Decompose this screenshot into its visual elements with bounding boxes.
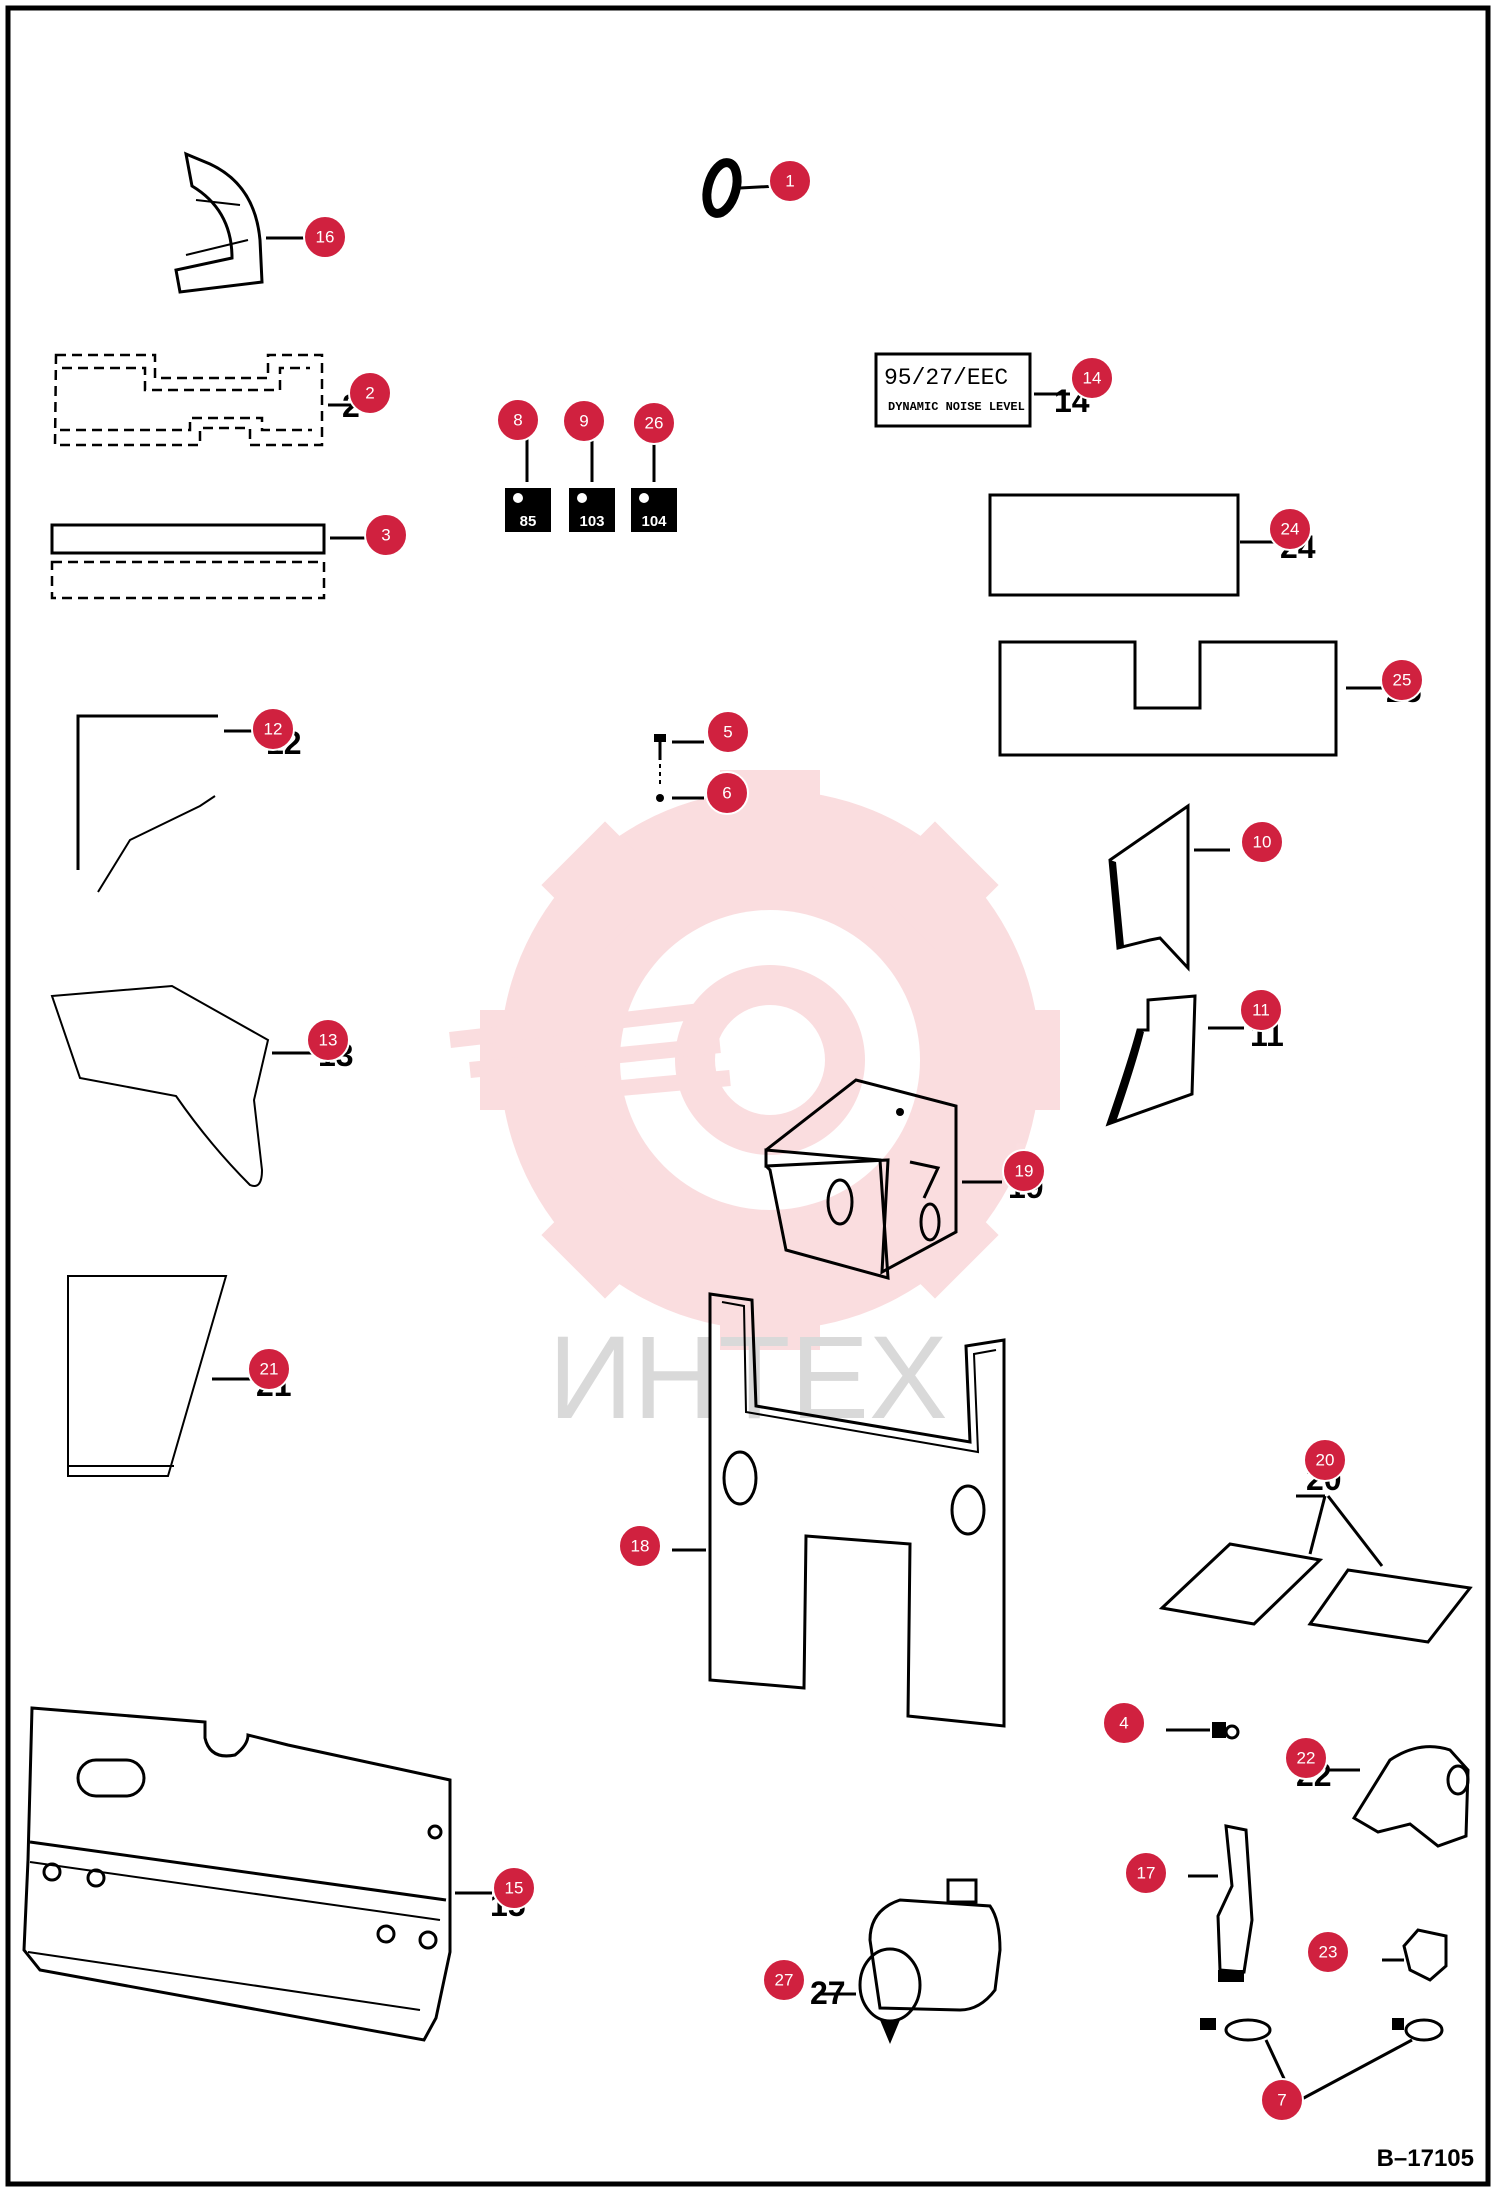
callout-23[interactable]: 23 xyxy=(1306,1930,1350,1974)
drawing-id: B–17105 xyxy=(1377,2145,1474,2172)
svg-text:15: 15 xyxy=(505,1879,524,1898)
part-9-decal xyxy=(569,438,615,532)
part-11-bracket xyxy=(1105,994,1244,1127)
callout-8[interactable]: 8 xyxy=(496,398,540,442)
part-12-panel xyxy=(76,714,262,893)
callouts: 1 2 3 4 5 6 7 8 9 10 11 12 13 14 15 16 1… xyxy=(247,159,1424,2122)
page-frame xyxy=(5,5,1491,2187)
callout-5[interactable]: 5 xyxy=(706,710,750,754)
part-7-clamps xyxy=(1200,2018,1444,2102)
svg-text:27: 27 xyxy=(775,1971,794,1990)
part-15-long-panel xyxy=(22,1706,492,2042)
callout-4[interactable]: 4 xyxy=(1102,1701,1146,1745)
part-26-decal xyxy=(631,438,677,532)
callout-7[interactable]: 7 xyxy=(1260,2078,1304,2122)
svg-text:25: 25 xyxy=(1393,671,1412,690)
callout-20[interactable]: 20 xyxy=(1303,1438,1347,1482)
svg-text:19: 19 xyxy=(1015,1162,1034,1181)
svg-text:4: 4 xyxy=(1119,1714,1128,1733)
callout-24[interactable]: 24 xyxy=(1268,507,1312,551)
svg-text:12: 12 xyxy=(264,720,283,739)
part-18-panel xyxy=(672,1292,1006,1728)
part-24-pad xyxy=(988,493,1282,597)
callout-12[interactable]: 12 xyxy=(251,707,295,751)
callout-2[interactable]: 2 xyxy=(348,371,392,415)
part-16-bracket xyxy=(174,151,312,294)
callout-18[interactable]: 18 xyxy=(618,1524,662,1568)
svg-text:22: 22 xyxy=(1297,1749,1316,1768)
svg-text:24: 24 xyxy=(1281,520,1300,539)
part-5-bolt xyxy=(654,734,704,786)
callout-1[interactable]: 1 xyxy=(768,159,812,203)
watermark-text: ИНТЕХ xyxy=(548,1312,948,1444)
decal-8-value: 85 xyxy=(520,513,537,530)
callout-22[interactable]: 22 xyxy=(1284,1736,1328,1780)
svg-text:14: 14 xyxy=(1083,369,1102,388)
svg-text:23: 23 xyxy=(1319,1943,1338,1962)
svg-text:26: 26 xyxy=(645,414,664,433)
callout-9[interactable]: 9 xyxy=(562,399,606,443)
svg-text:9: 9 xyxy=(579,412,588,431)
part-17-tailpipe xyxy=(1188,1824,1254,1982)
callout-13[interactable]: 13 xyxy=(306,1018,350,1062)
part-20-pads xyxy=(1158,1494,1473,1644)
decal-9-value: 103 xyxy=(579,513,604,530)
part-4-screw xyxy=(1166,1722,1240,1740)
part-22-elbow xyxy=(1328,1745,1470,1848)
part-19-cover xyxy=(764,1078,1002,1281)
callout-6[interactable]: 6 xyxy=(705,771,749,815)
callout-17[interactable]: 17 xyxy=(1124,1851,1168,1895)
svg-text:3: 3 xyxy=(381,526,390,545)
svg-text:16: 16 xyxy=(316,228,335,247)
callout-26[interactable]: 26 xyxy=(632,401,676,445)
callout-11[interactable]: 11 xyxy=(1239,988,1283,1032)
svg-text:27: 27 xyxy=(810,1975,846,2011)
svg-text:21: 21 xyxy=(260,1360,279,1379)
svg-text:10: 10 xyxy=(1253,833,1272,852)
part-8-decal xyxy=(505,438,551,532)
part-27-muffler xyxy=(818,1878,1002,2044)
callout-19[interactable]: 19 xyxy=(1002,1149,1046,1193)
callout-15[interactable]: 15 xyxy=(492,1866,536,1910)
part-10-bracket xyxy=(1108,803,1230,972)
svg-text:17: 17 xyxy=(1137,1864,1156,1883)
callout-21[interactable]: 21 xyxy=(247,1347,291,1391)
watermark-logo xyxy=(449,770,1060,1350)
part-25-pad xyxy=(998,640,1384,757)
part-23-elbow xyxy=(1382,1928,1448,1982)
decal-14-line2: DYNAMIC NOISE LEVEL xyxy=(888,400,1025,414)
part-21-panel xyxy=(67,1275,252,1477)
decal-26-value: 104 xyxy=(641,513,667,530)
callout-3[interactable]: 3 xyxy=(364,513,408,557)
svg-text:8: 8 xyxy=(513,411,522,430)
part-1-washer xyxy=(702,158,779,218)
callout-25[interactable]: 25 xyxy=(1380,658,1424,702)
svg-text:1: 1 xyxy=(785,172,794,191)
callout-27[interactable]: 27 xyxy=(762,1958,806,2002)
callout-16[interactable]: 16 xyxy=(303,215,347,259)
svg-text:5: 5 xyxy=(723,723,732,742)
callout-14[interactable]: 14 xyxy=(1070,356,1114,400)
svg-text:18: 18 xyxy=(631,1537,650,1556)
part-14-decal xyxy=(874,352,1070,428)
decal-14-line1: 95/27/EEC xyxy=(884,365,1008,391)
part-6-nut xyxy=(656,794,704,802)
svg-text:13: 13 xyxy=(319,1031,338,1050)
svg-text:7: 7 xyxy=(1277,2091,1286,2110)
part-3-strip xyxy=(50,523,370,600)
part-2-gasket xyxy=(53,353,368,447)
svg-text:20: 20 xyxy=(1316,1451,1335,1470)
callout-10[interactable]: 10 xyxy=(1240,820,1284,864)
part-13-panel xyxy=(50,984,312,1187)
svg-text:2: 2 xyxy=(365,384,374,403)
svg-text:11: 11 xyxy=(1252,1001,1270,1020)
svg-text:6: 6 xyxy=(722,784,731,803)
